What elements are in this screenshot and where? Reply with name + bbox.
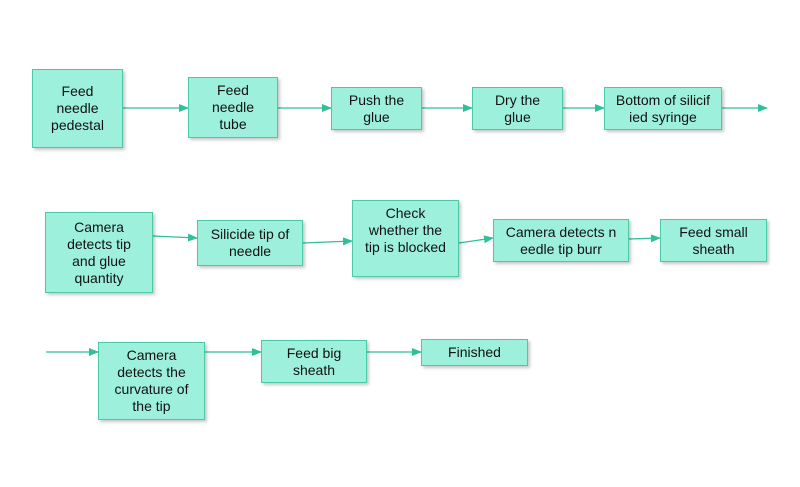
- node-feed-needle-tube: Feed needle tube: [188, 77, 278, 138]
- node-camera-detects-curvature: Camera detects the curvature of the tip: [98, 342, 205, 420]
- node-feed-needle-pedestal: Feed needle pedestal: [32, 69, 123, 148]
- arrow-camera-to-silicide: [152, 233, 198, 242]
- node-camera-detects-tip-glue: Camera detects tip and glue quantity: [45, 212, 153, 293]
- arrow-check-to-burr: [458, 235, 494, 244]
- arrow-silicide-to-check: [302, 237, 353, 246]
- node-feed-big-sheath: Feed big sheath: [261, 340, 367, 383]
- node-feed-small-sheath: Feed small sheath: [660, 219, 767, 262]
- node-bottom-of-silicified-syringe: Bottom of silicif ied syringe: [604, 87, 722, 130]
- node-silicide-tip-of-needle: Silicide tip of needle: [197, 220, 303, 266]
- node-camera-detects-needle-tip-burr: Camera detects n eedle tip burr: [493, 219, 629, 262]
- node-check-tip-blocked: Check whether the tip is blocked: [352, 200, 459, 277]
- arrow-burr-to-small-sheath: [628, 234, 661, 243]
- node-finished: Finished: [421, 339, 528, 366]
- node-push-the-glue: Push the glue: [331, 87, 422, 130]
- node-dry-the-glue: Dry the glue: [472, 87, 563, 130]
